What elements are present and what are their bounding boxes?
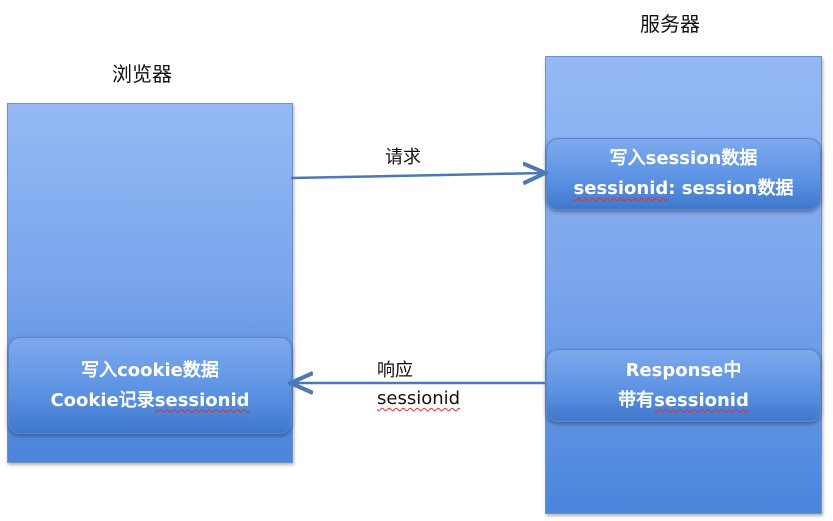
- server-session-box: 写入session数据 sessionid: session数据: [546, 138, 821, 210]
- browser-title: 浏览器: [112, 62, 172, 86]
- server-box2-line1: Response中: [625, 359, 742, 381]
- response-sessionid-label: sessionid: [377, 388, 461, 409]
- server-box2-prefix: 带有: [618, 389, 655, 411]
- browser-box-line2: Cookie记录sessionid: [9, 386, 291, 416]
- browser-box-line1: 写入cookie数据: [81, 359, 219, 381]
- browser-box-line2-prefix: Cookie记录: [50, 389, 155, 411]
- server-title: 服务器: [640, 12, 700, 36]
- request-arrow: [290, 173, 543, 178]
- browser-box-line2-sessionid: sessionid: [154, 389, 250, 411]
- response-label: 响应: [377, 360, 413, 381]
- server-box1-sessionid: sessionid: [573, 178, 669, 199]
- server-column: [545, 56, 822, 514]
- server-box1-line2: sessionid: session数据: [547, 174, 820, 204]
- server-response-box: Response中 带有sessionid: [546, 349, 821, 422]
- server-box2-sessionid: sessionid: [654, 389, 749, 411]
- browser-cookie-box: 写入cookie数据 Cookie记录sessionid: [8, 337, 292, 434]
- server-box2-line2: 带有sessionid: [547, 386, 820, 416]
- server-box1-rest: : session数据: [668, 178, 794, 199]
- request-label: 请求: [385, 147, 421, 168]
- server-box1-line1: 写入session数据: [609, 148, 758, 169]
